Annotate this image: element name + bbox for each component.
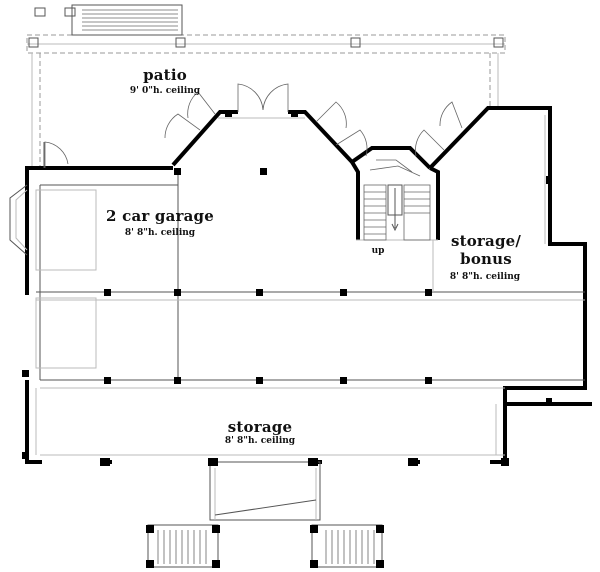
top-stair [34, 4, 183, 36]
exterior-walls [25, 106, 592, 464]
bottom-stairs [147, 461, 383, 568]
patio-label: patio [143, 66, 187, 84]
garage-ceiling-label: 8' 8"h. ceiling [124, 228, 196, 238]
interior-lines [9, 115, 585, 456]
doors [43, 83, 463, 168]
stair-up-label: up [371, 246, 385, 256]
interior-stair [363, 159, 431, 241]
storage-bonus-label-line2: bonus [460, 250, 512, 268]
storage-bonus-label-line1: storage/ [450, 232, 522, 250]
columns [22, 110, 552, 568]
storage-bonus-ceiling-label: 8' 8"h. ceiling [449, 272, 521, 282]
garage-label: 2 car garage [106, 207, 214, 225]
patio-deck [26, 34, 506, 170]
storage-ceiling-label: 8' 8"h. ceiling [224, 436, 296, 446]
storage-label: storage [227, 418, 293, 436]
patio-ceiling-label: 9' 0"h. ceiling [129, 86, 201, 96]
